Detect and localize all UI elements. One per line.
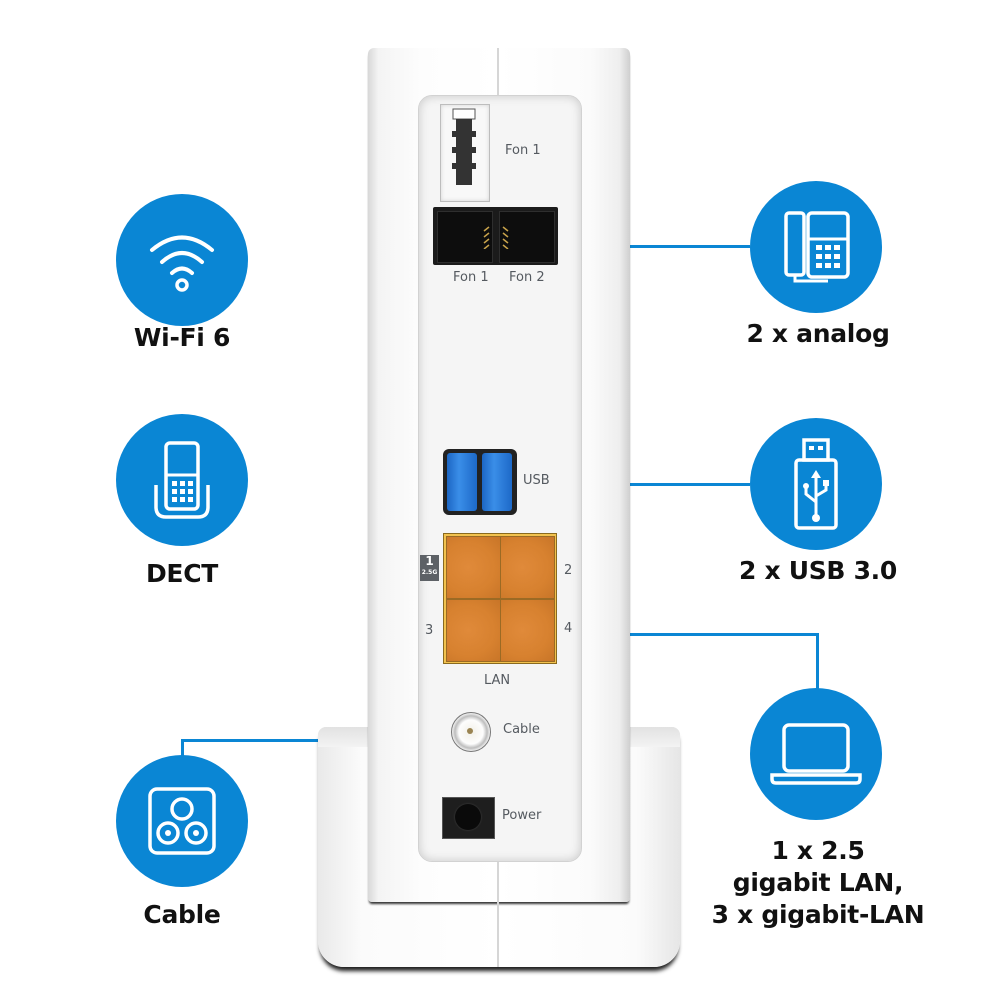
usb-label: USB	[523, 473, 550, 488]
lan-port-1-badge: 1 2.5G	[420, 555, 439, 581]
connector-line-cable-h	[181, 739, 331, 742]
feature-analog-circle	[750, 181, 882, 313]
fon-tae-label: Fon 1	[505, 143, 541, 158]
connector-line-lan-h	[628, 633, 819, 636]
feature-dect-label: DECT	[145, 559, 219, 588]
connector-line-lan-v	[816, 633, 819, 691]
coax-pin	[467, 728, 473, 734]
wifi-icon	[150, 235, 214, 292]
laptop-icon	[770, 723, 862, 785]
feature-usb-circle	[750, 418, 882, 550]
rj11-ports	[433, 207, 558, 265]
desk-phone-icon	[784, 211, 850, 283]
cable-port-label: Cable	[503, 722, 540, 737]
feature-wifi-circle	[116, 194, 248, 326]
connector-line-analog	[628, 245, 750, 248]
fon-tae-socket[interactable]	[440, 104, 490, 202]
device-seam-top	[497, 48, 499, 96]
usb-port-1[interactable]	[447, 453, 477, 511]
power-label: Power	[502, 808, 542, 823]
usb-port-2[interactable]	[482, 453, 512, 511]
feature-lan-label-line2: gigabit LAN,	[732, 868, 904, 897]
rj11-port-fon2[interactable]	[499, 211, 555, 263]
feature-dect-circle	[116, 414, 248, 546]
rj11-label-fon2: Fon 2	[509, 270, 545, 285]
lan-port-3[interactable]	[446, 599, 501, 662]
usb-stick-icon	[794, 438, 838, 530]
rj11-port-fon1[interactable]	[437, 211, 493, 263]
feature-lan-circle	[750, 688, 882, 820]
feature-analog-label: 2 x analog	[746, 319, 890, 348]
usb-ports	[443, 449, 517, 515]
feature-cable-circle	[116, 755, 248, 887]
lan-port-1[interactable]	[446, 536, 501, 599]
lan-port-4[interactable]	[500, 599, 555, 662]
lan-number-4: 4	[564, 621, 573, 636]
tae-socket-icon	[452, 108, 476, 185]
feature-cable-label: Cable	[143, 900, 221, 929]
lan-badge-speed: 2.5G	[421, 569, 438, 576]
coax-socket-icon	[148, 787, 216, 855]
lan-port-2[interactable]	[500, 536, 555, 599]
cordless-phone-icon	[154, 441, 210, 519]
feature-usb-label: 2 x USB 3.0	[739, 556, 897, 585]
lan-number-3: 3	[425, 623, 434, 638]
rj11-label-fon1: Fon 1	[453, 270, 489, 285]
lan-label: LAN	[484, 673, 511, 688]
rj11-contacts-icon	[483, 226, 509, 249]
feature-lan-label-line3: 3 x gigabit-LAN	[711, 900, 925, 929]
feature-lan-label-line1: 1 x 2.5	[771, 836, 865, 865]
feature-wifi-label: Wi-Fi 6	[133, 323, 231, 352]
device-seam-bottom	[497, 861, 499, 967]
power-jack-hole	[455, 804, 481, 830]
lan-badge-number: 1	[425, 554, 434, 568]
lan-ports	[443, 533, 557, 664]
connector-line-cable-v	[181, 739, 184, 759]
lan-number-2: 2	[564, 563, 573, 578]
connector-line-usb	[628, 483, 750, 486]
